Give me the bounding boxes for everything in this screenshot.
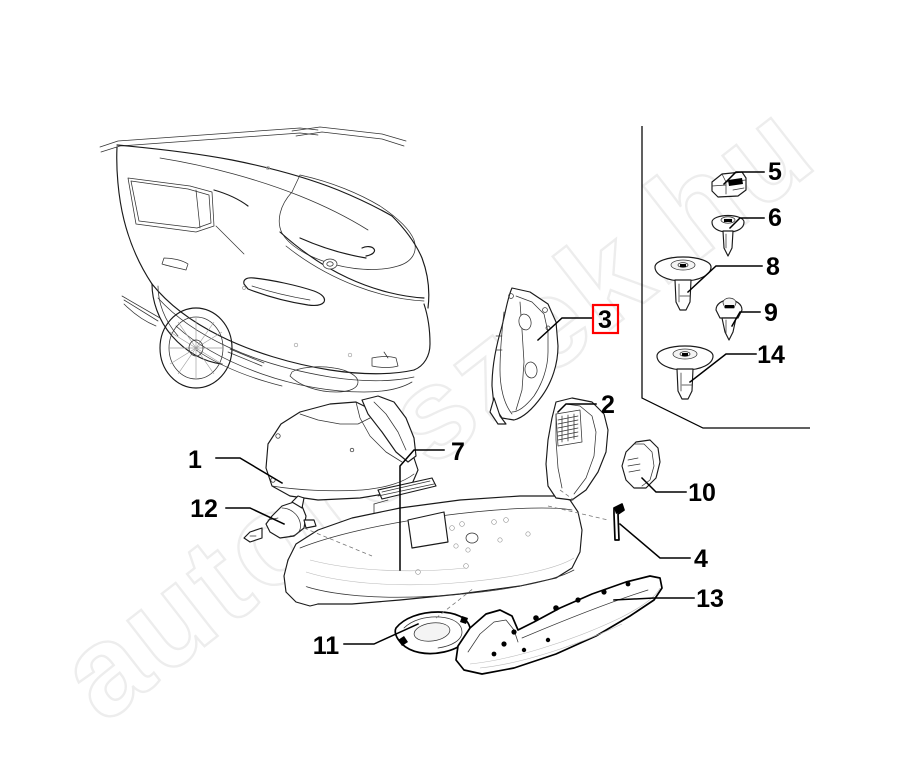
callout-label-7: 7 (451, 438, 465, 466)
highlight-box-part-3 (591, 303, 620, 335)
part-5-spring-nut-clip (711, 171, 747, 198)
callout-leader-lines (215, 171, 765, 645)
callout-label-1: 1 (188, 446, 202, 474)
fastener-panel-border (641, 126, 810, 429)
callout-labels: 1 2 3 4 5 6 7 8 9 10 11 12 13 14 (188, 158, 785, 660)
part-13-lower-diffuser-trim (455, 575, 663, 675)
callout-label-13: 13 (696, 585, 724, 613)
callout-label-3: 3 (598, 306, 612, 334)
part-7-reflector-strip (373, 477, 437, 515)
callout-label-2: 2 (601, 391, 615, 419)
vehicle-illustration (99, 126, 431, 393)
part-4-retaining-pin (613, 503, 625, 541)
callout-label-5: 5 (768, 158, 782, 186)
part-6-push-pin-small (711, 214, 745, 257)
part-3-bumper-side-bracket (489, 287, 559, 425)
callout-label-11: 11 (313, 632, 340, 660)
callout-label-8: 8 (766, 253, 780, 281)
callout-label-4: 4 (694, 545, 708, 573)
assembly-guide-lines (303, 489, 609, 619)
part-10-tow-hook-cover-cap (621, 439, 661, 489)
part-12-parking-sensor-bracket (243, 495, 317, 543)
callout-label-10: 10 (688, 479, 716, 507)
part-9-push-pin-tree (715, 297, 743, 341)
callout-label-12: 12 (190, 495, 218, 523)
part-14-push-rivet-large (656, 345, 714, 400)
part-2-rear-bumper-cover (283, 397, 609, 607)
part-11-reverse-lamp (394, 611, 472, 655)
callout-label-6: 6 (768, 204, 782, 232)
part-8-push-rivet-large (654, 256, 712, 311)
callout-label-9: 9 (764, 299, 778, 327)
callout-label-14: 14 (757, 341, 785, 369)
